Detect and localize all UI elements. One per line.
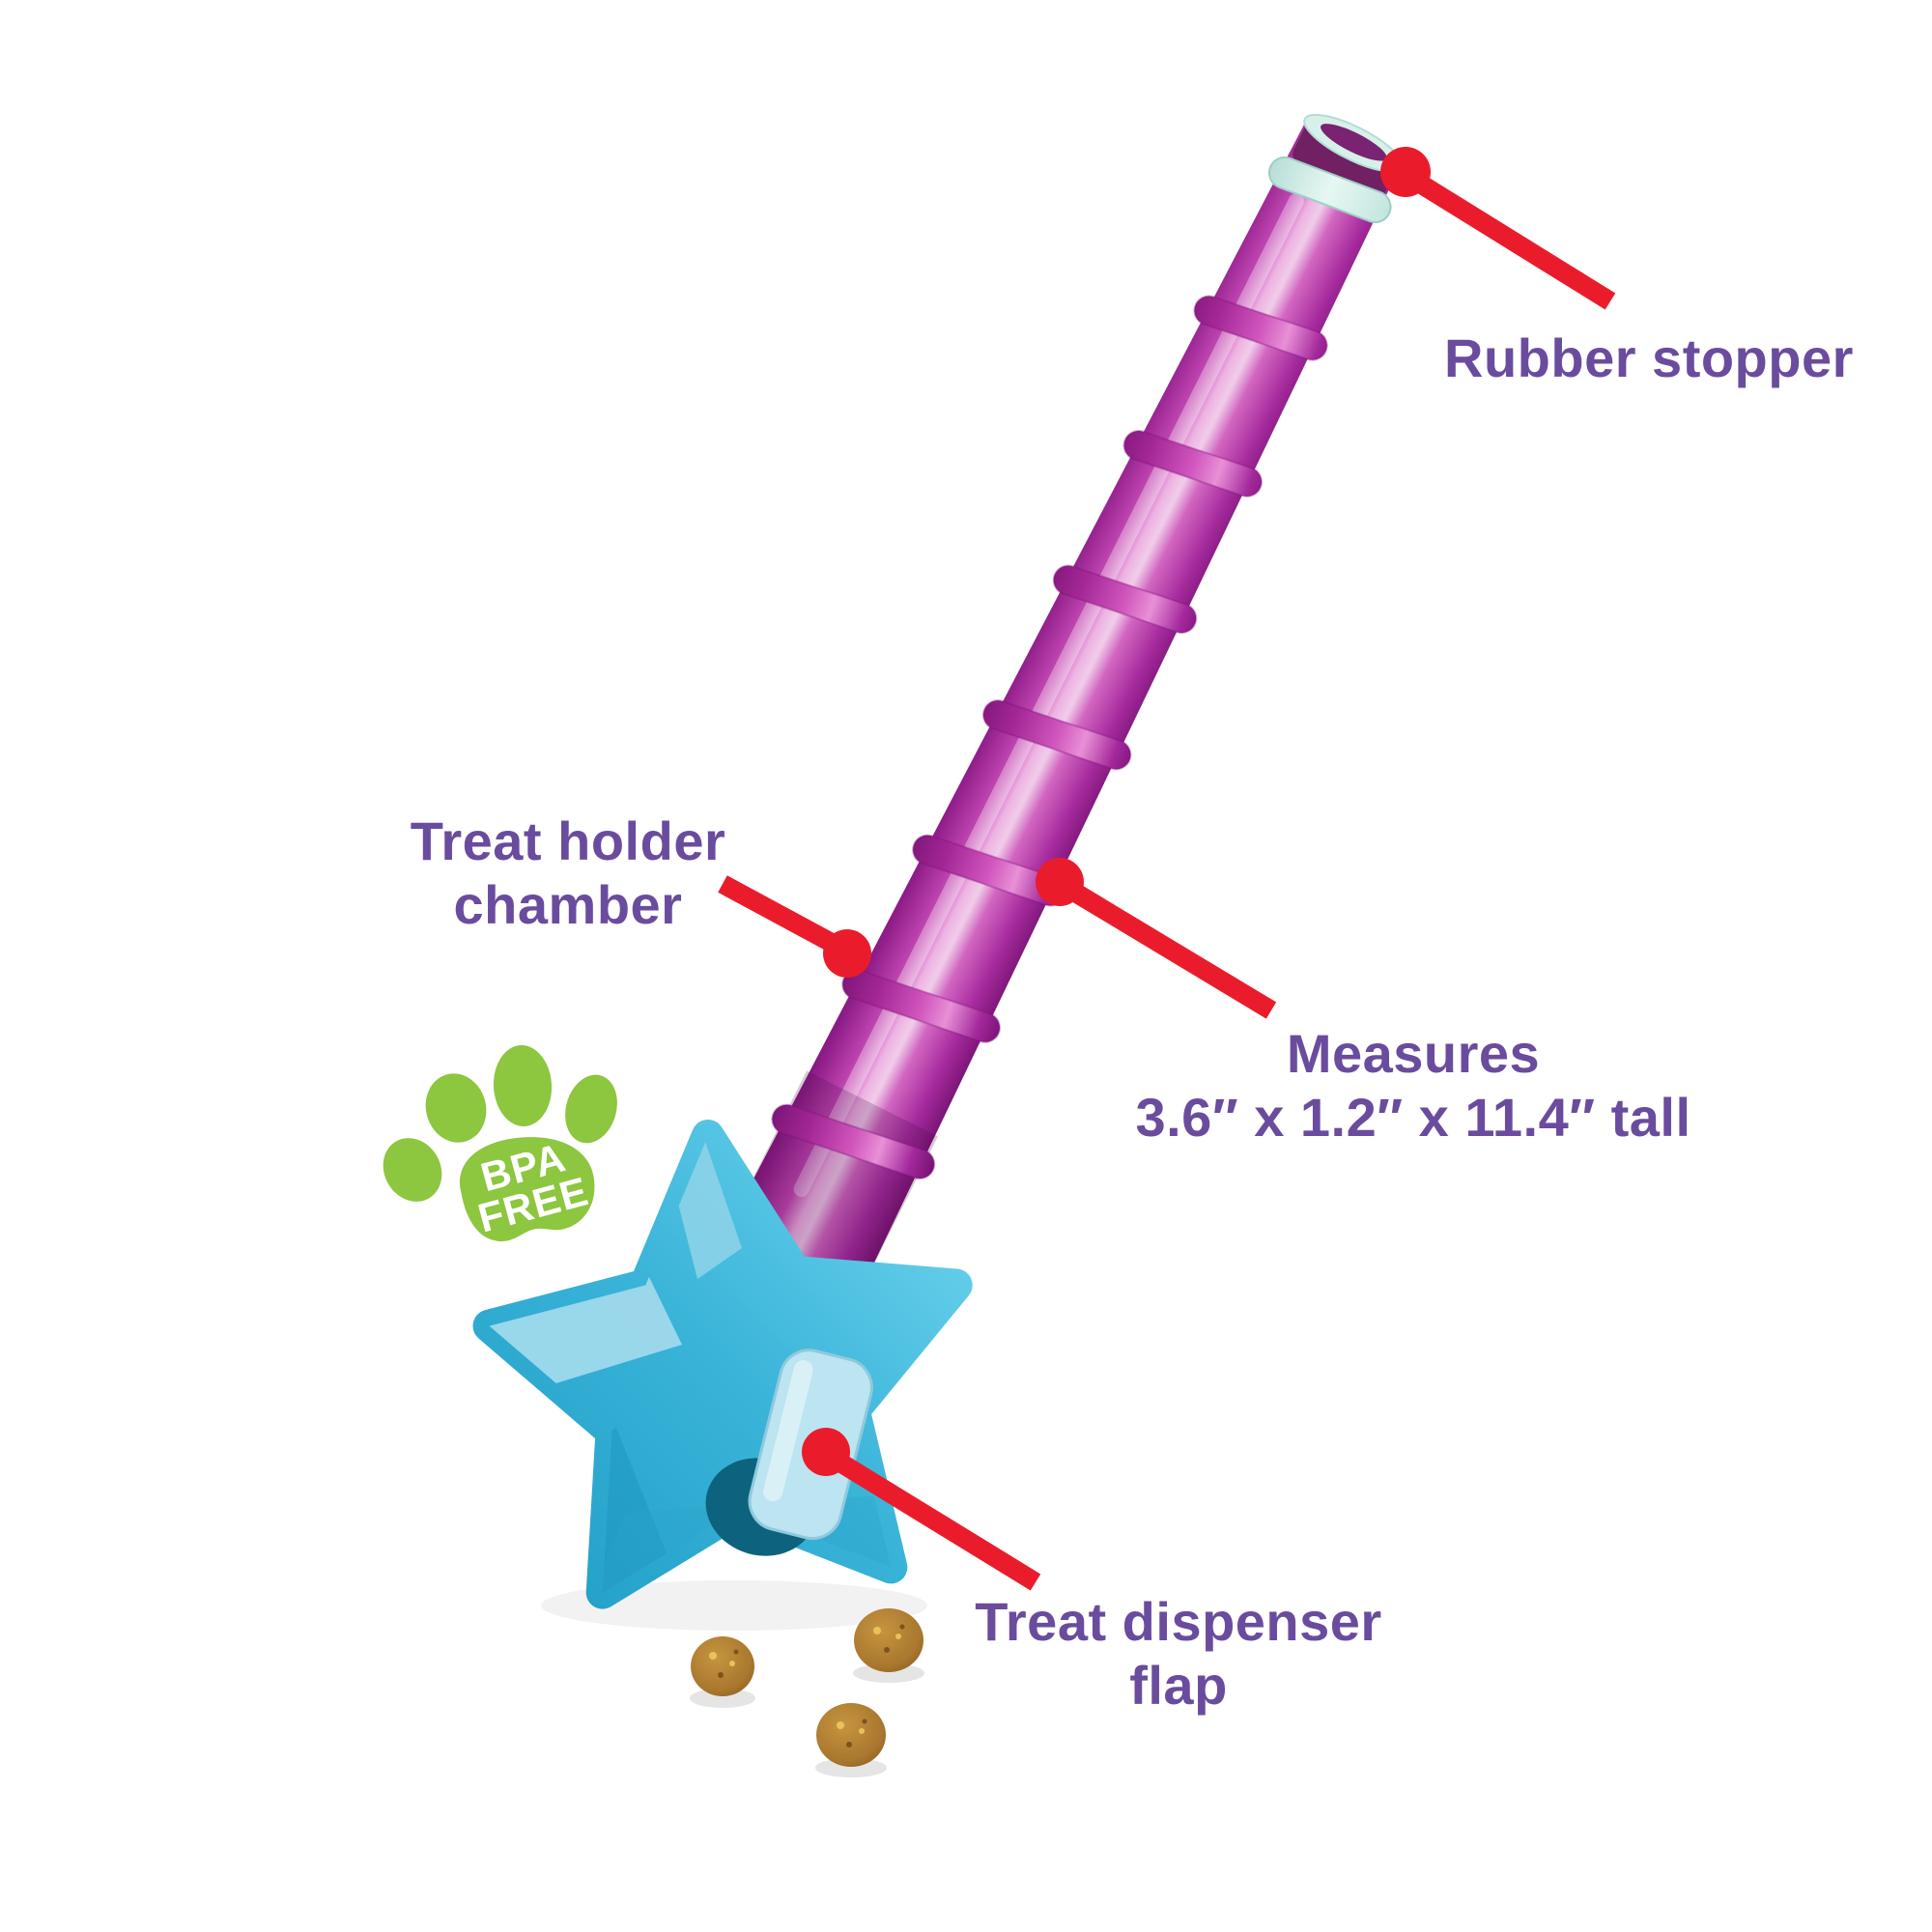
label-treat-holder-chamber: Treat holder chamber (327, 810, 810, 937)
treat (690, 1636, 755, 1708)
label-treat-holder-line1: Treat holder (410, 810, 726, 871)
treats (690, 1608, 924, 1777)
paw-toe (493, 1045, 553, 1126)
callout-dot (1036, 858, 1084, 906)
treat (853, 1608, 924, 1683)
label-measures-line1: Measures (1286, 1023, 1541, 1084)
paw-badge (383, 1045, 617, 1242)
label-measures: Measures 3.6″ x 1.2″ x 11.4″ tall (1119, 1022, 1708, 1150)
paw-toe (425, 1073, 487, 1143)
paw-toe (565, 1074, 617, 1144)
callout-dot (1380, 147, 1431, 197)
callout-dot (823, 929, 871, 978)
callout-rubber-stopper (1380, 147, 1616, 310)
paw-pad (459, 1137, 595, 1242)
label-treat-dispenser-flap: Treat dispenser flap (932, 1590, 1425, 1718)
label-flap-line2: flap (1129, 1655, 1228, 1717)
label-rubber-stopper: Rubber stopper (1444, 327, 1860, 390)
callout-dispenser-flap (802, 1428, 1041, 1591)
label-rubber-stopper-text: Rubber stopper (1444, 327, 1854, 388)
label-treat-holder-line2: chamber (453, 874, 683, 936)
treat (815, 1703, 887, 1777)
horn-spiral-ridges (771, 295, 1328, 1180)
callout-measures (1036, 858, 1277, 1019)
star-base (472, 1120, 973, 1609)
base-shadow (541, 1580, 927, 1631)
label-flap-line1: Treat dispenser (975, 1591, 1382, 1652)
callout-treat-holder (718, 875, 871, 978)
paw-toe (383, 1138, 442, 1202)
rubber-stopper-rings (1267, 113, 1404, 224)
label-measures-line2: 3.6″ x 1.2″ x 11.4″ tall (1135, 1087, 1691, 1149)
horn-tube (728, 113, 1404, 1293)
callout-dot (802, 1428, 850, 1476)
